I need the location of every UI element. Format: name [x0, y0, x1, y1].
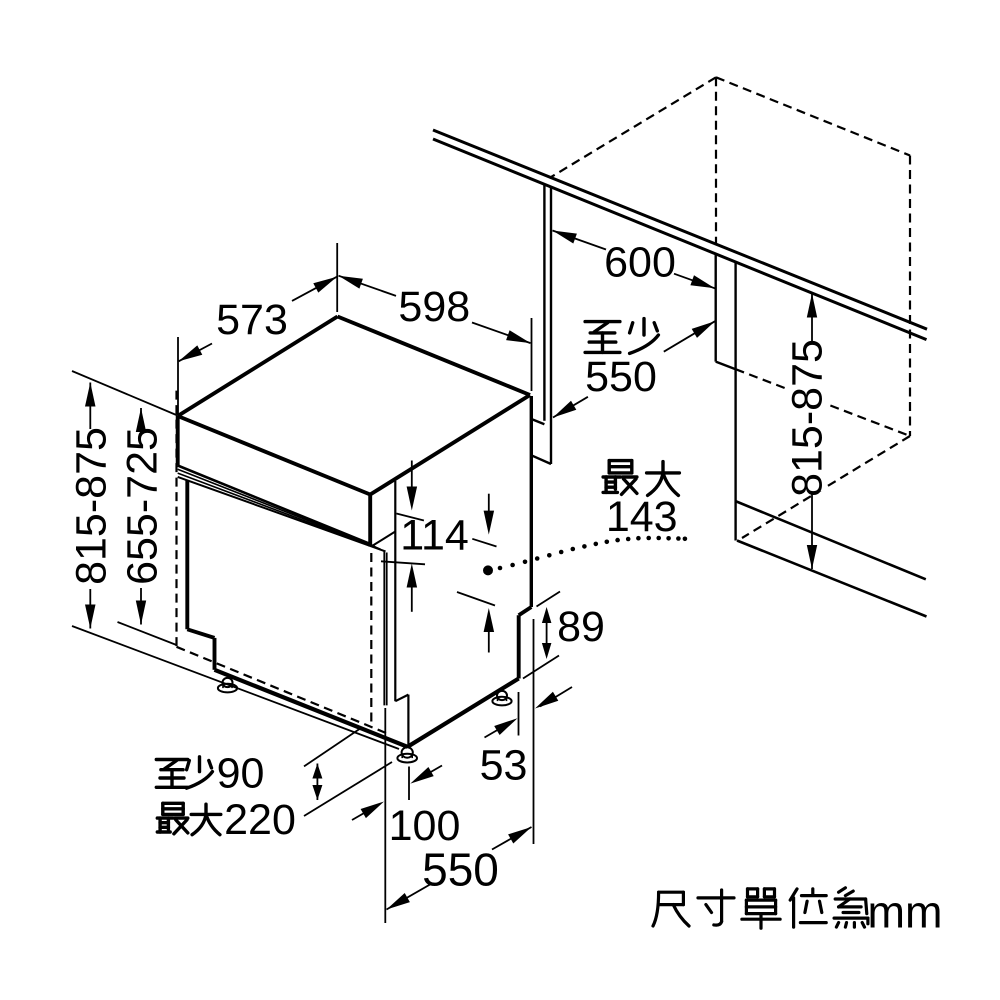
- svg-text:53: 53: [480, 742, 528, 790]
- svg-text:550: 550: [585, 353, 657, 401]
- svg-text:220: 220: [224, 796, 296, 844]
- svg-text:573: 573: [216, 296, 288, 344]
- svg-text:655-725: 655-725: [119, 427, 167, 585]
- svg-text:815-875: 815-875: [784, 339, 832, 497]
- svg-text:89: 89: [557, 603, 605, 651]
- svg-text:143: 143: [606, 493, 678, 541]
- svg-text:mm: mm: [868, 887, 943, 938]
- svg-text:815-875: 815-875: [68, 427, 116, 585]
- svg-text:114: 114: [400, 512, 469, 560]
- svg-text:600: 600: [604, 239, 676, 287]
- svg-text:100: 100: [389, 802, 461, 850]
- svg-text:90: 90: [217, 750, 265, 798]
- svg-text:550: 550: [422, 844, 499, 896]
- svg-text:598: 598: [398, 283, 470, 331]
